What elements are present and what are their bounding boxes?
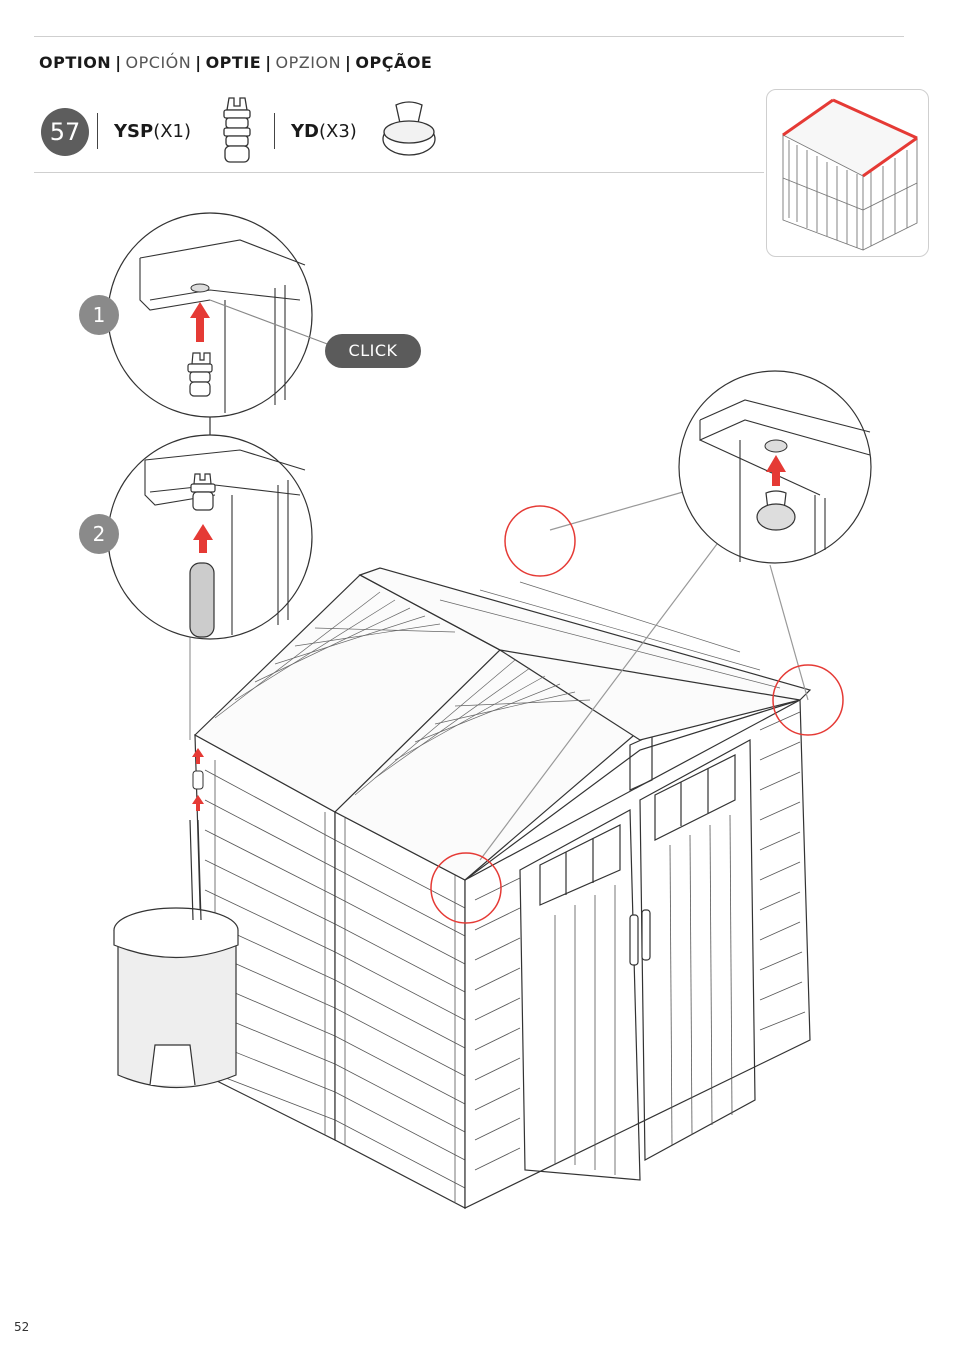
option-pt: OPÇÃOE	[355, 53, 433, 72]
install-arrows	[192, 748, 204, 811]
yd-cap-icon	[382, 101, 436, 156]
door-handle	[629, 914, 639, 966]
left-door	[519, 809, 641, 1181]
right-door	[639, 738, 756, 1162]
roof-callout-circle	[504, 505, 576, 577]
click-label: CLICK	[325, 334, 421, 368]
downpipe	[189, 819, 202, 921]
door-windows	[539, 754, 736, 906]
front-left-siding	[474, 877, 521, 1171]
separator: |	[345, 53, 352, 72]
page-number: 52	[14, 1320, 30, 1334]
roof-shingles	[214, 581, 781, 796]
substep-2-badge: 2	[79, 514, 119, 554]
shed-overview-icon	[782, 98, 918, 251]
separator: |	[115, 53, 122, 72]
option-it: OPZION	[275, 53, 342, 72]
part-ysp-label: YSP(X1)	[114, 121, 191, 142]
option-en: OPTION	[39, 53, 112, 72]
detail-zoom-1	[107, 212, 331, 418]
part-yd-label: YD(X3)	[291, 121, 357, 142]
part-qty: (X3)	[318, 121, 357, 142]
separator: |	[195, 53, 202, 72]
language-option-heading: OPTION|OPCIÓN|OPTIE|OPZION|OPÇÃOE	[39, 53, 432, 72]
option-es: OPCIÓN	[125, 53, 192, 72]
ysp-connector-icon	[223, 97, 251, 163]
part-qty: (X1)	[153, 121, 192, 142]
top-divider	[34, 36, 904, 37]
siding-lines-mid	[334, 818, 466, 1203]
door-planks	[554, 814, 733, 1175]
roof-callout-circle	[430, 852, 502, 924]
separator: |	[265, 53, 272, 72]
vent-grille	[629, 734, 653, 791]
roof-callout-circle	[772, 664, 844, 736]
header-divider	[34, 172, 764, 173]
small-connector	[192, 770, 204, 790]
part-code: YD	[291, 121, 319, 142]
rain-barrel-body	[117, 935, 237, 1089]
substep-1-badge: 1	[79, 295, 119, 335]
gable-edge	[464, 699, 801, 881]
door-handle	[641, 909, 651, 961]
overview-thumbnail	[766, 89, 929, 257]
detail-zoom-3	[678, 370, 872, 564]
rain-barrel-spout	[149, 1044, 196, 1086]
roof-ridge	[359, 574, 801, 701]
right-siding	[759, 711, 806, 1031]
detail-zoom-2	[107, 434, 313, 640]
step-number-badge: 57	[41, 108, 89, 156]
option-nl: OPTIE	[205, 53, 262, 72]
part-divider	[274, 113, 275, 149]
part-divider	[97, 113, 98, 149]
part-code: YSP	[114, 121, 154, 142]
